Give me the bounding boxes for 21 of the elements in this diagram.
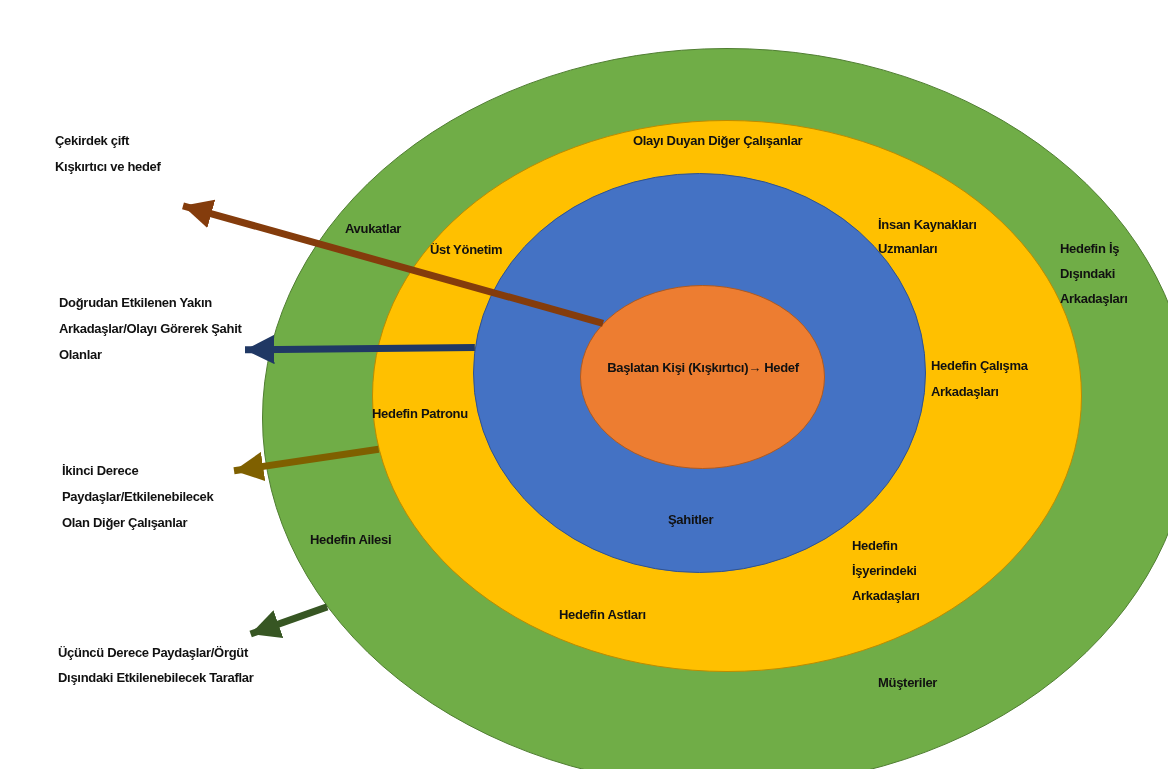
ring-label: Hedefin Patronu (372, 405, 469, 423)
ring-label: Hedefin İş Dışındaki Arkadaşları (1060, 240, 1129, 308)
ring-label: Avukatlar (345, 221, 403, 237)
stakeholder-label: İkinci Derece Paydaşlar/Etkilenebilecek Olan Diğer Çalışanlar (62, 462, 215, 532)
ring-label: Hedefin Astları (559, 606, 647, 624)
arrow (182, 199, 604, 327)
ring-label: Başlatan Kişi (Kışkırtıcı)→ Hedef (606, 359, 800, 377)
ring-label: Hedefin Çalışma Arkadaşları (931, 357, 1029, 401)
arrow (249, 603, 329, 639)
ring-label: Hedefin Ailesi (310, 531, 393, 549)
arrow (233, 445, 380, 481)
stakeholder-label: Çekirdek çift Kışkırtıcı ve hedef (55, 132, 162, 176)
ring-label: Müşteriler (878, 674, 939, 692)
arrow (244, 334, 475, 365)
ring-label: Üst Yönetim (430, 241, 504, 259)
ring-label: Olayı Duyan Diğer Çalışanlar (633, 132, 804, 150)
ring-label: Şahitler (668, 511, 715, 529)
ring-label: İnsan Kaynakları Uzmanları (878, 216, 978, 258)
ring-label: Hedefin İşyerindeki Arkadaşları (852, 537, 921, 605)
stakeholder-label: Üçüncü Derece Paydaşlar/Örgüt Dışındaki Etkilenebilecek Taraflar (58, 644, 255, 687)
stakeholder-label: Doğrudan Etkilenen Yakın Arkadaşlar/Olayı Görerek Şahit Olanlar (59, 294, 243, 364)
